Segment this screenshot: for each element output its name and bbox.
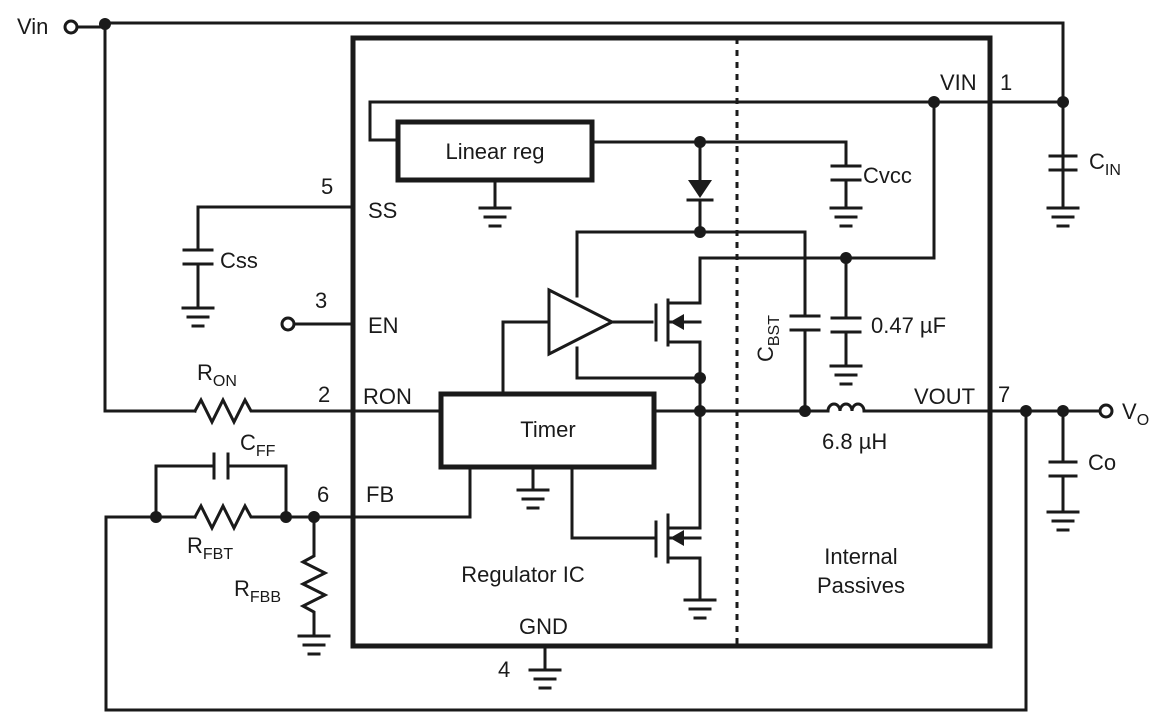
ic-ground — [528, 644, 562, 690]
rfbb-label: RFBB — [234, 576, 281, 606]
cbst-capacitor — [789, 314, 821, 413]
internal-0p47uf-capacitor — [829, 256, 863, 386]
pin-2-name: RON — [363, 384, 412, 409]
cin-label: CIN — [1089, 149, 1121, 179]
ic-outline — [350, 35, 993, 649]
ic-name-label: Regulator IC — [461, 562, 585, 587]
css-label: Css — [220, 248, 258, 273]
timer-block — [438, 391, 657, 470]
bst-junction — [799, 405, 811, 417]
pin-7-name: VOUT — [914, 384, 975, 409]
linear-reg-ground — [478, 178, 512, 228]
pin-4-name: GND — [519, 614, 568, 639]
cvcc-capacitor — [829, 164, 863, 228]
inductor-label: 6.8 µH — [822, 429, 887, 454]
vo-label: VO — [1122, 399, 1149, 429]
vin-terminal — [63, 19, 79, 35]
gate-driver-buffer — [501, 287, 702, 396]
cff-capacitor — [154, 452, 288, 519]
pin-3-number: 3 — [315, 288, 327, 313]
rfbt-resistor — [192, 502, 316, 532]
pin-6-number: 6 — [317, 482, 329, 507]
pin-4-number: 4 — [498, 657, 510, 682]
timer-ground — [516, 465, 550, 510]
pin-5-number: 5 — [321, 174, 333, 199]
bootstrap-diode — [686, 140, 714, 234]
pin-3-name: EN — [368, 313, 399, 338]
en-terminal — [280, 316, 296, 332]
cff-label: CFF — [240, 430, 276, 460]
vin-pin-junction — [1057, 96, 1069, 108]
co-capacitor — [1046, 409, 1080, 532]
pin-1-name: VIN — [940, 70, 977, 95]
internal-passives-label-line1: Internal — [824, 544, 897, 569]
rfbt-label: RFBT — [187, 533, 233, 563]
cin-capacitor — [1046, 154, 1080, 228]
internal-vin-rail — [368, 100, 992, 142]
pin-7-number: 7 — [998, 382, 1010, 407]
ron-label: RON — [197, 360, 237, 390]
linear-reg-label: Linear reg — [445, 139, 544, 164]
vin-rail-wires — [75, 21, 1065, 413]
internal-passives-label-line2: Passives — [817, 573, 905, 598]
css-capacitor — [181, 248, 215, 328]
rfbb-resistor — [297, 515, 331, 656]
co-label: Co — [1088, 450, 1116, 475]
vout-feedback-junction — [1020, 405, 1032, 417]
cbst-label: CBST — [753, 315, 783, 362]
low-side-mosfet — [570, 409, 717, 620]
pin-5-name: SS — [368, 198, 397, 223]
pin-1-number: 1 — [1000, 70, 1012, 95]
vo-terminal — [1098, 403, 1114, 419]
timer-label: Timer — [520, 417, 575, 442]
ron-resistor — [192, 396, 443, 426]
pin-6-name: FB — [366, 482, 394, 507]
vin-junction — [99, 18, 111, 30]
pin-2-number: 2 — [318, 382, 330, 407]
vin-label: Vin — [17, 14, 48, 39]
internal-cap-label: 0.47 µF — [871, 313, 946, 338]
cvcc-label: Cvcc — [863, 163, 912, 188]
high-side-mosfet — [654, 298, 702, 413]
